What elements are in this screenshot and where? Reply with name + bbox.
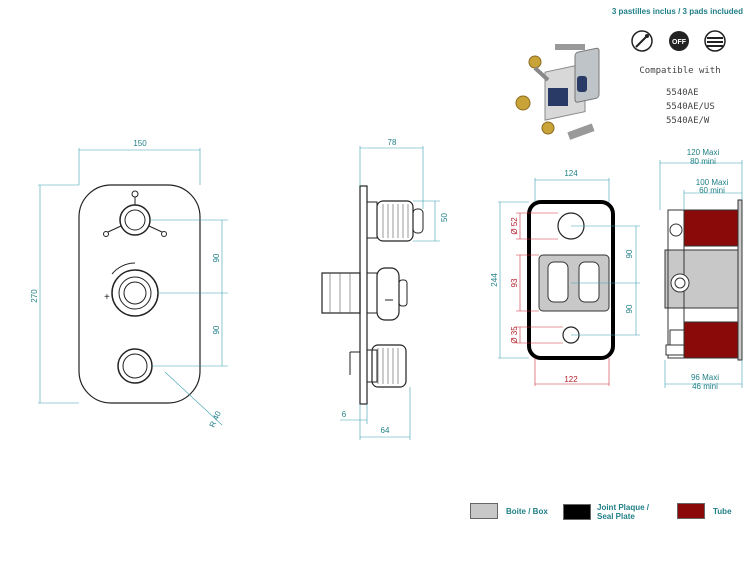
side-plate-label: 6 — [342, 410, 347, 419]
front-spacing-top-label: 90 — [212, 253, 221, 262]
box-side-mid-min: 60 mini — [699, 186, 725, 195]
front-spacing-bottom-label: 90 — [212, 325, 221, 334]
side-base-label: 64 — [381, 426, 390, 435]
box-spacing-top-label: 90 — [625, 249, 634, 258]
svg-text:+: + — [104, 292, 110, 303]
box-side-mid-max: 100 Maxi — [696, 178, 729, 187]
side-depth-label: 78 — [388, 138, 397, 147]
front-radius-label: R 40 — [208, 409, 224, 429]
box-front-view — [527, 200, 615, 360]
box-d35-label: Ø 35 — [510, 326, 519, 344]
box-swatch — [470, 503, 498, 519]
legend-label-tube: Tube — [713, 506, 732, 516]
side-knob-label: 50 — [440, 213, 449, 222]
compat-model-3: 5540AE/W — [666, 116, 710, 126]
box-side-view — [664, 199, 743, 361]
compat-title: Compatible with — [639, 66, 720, 76]
front-height-label: 270 — [30, 289, 39, 303]
valve-body-render — [515, 44, 600, 140]
seal-plate-swatch — [563, 504, 591, 520]
legend-item-tube: Tube — [677, 503, 732, 519]
front-dimensions — [38, 148, 228, 426]
compat-model-1: 5540AE — [666, 88, 699, 98]
box-bottom-width-label: 122 — [564, 375, 578, 384]
off-icon: OFF — [669, 31, 689, 51]
box-front-dimensions — [498, 178, 640, 386]
box-spacing-bottom-label: 90 — [625, 304, 634, 313]
box-side-dimensions — [659, 160, 743, 388]
svg-text:OFF: OFF — [672, 39, 687, 46]
tube-swatch — [677, 503, 705, 519]
box-top-width-label: 124 — [564, 169, 578, 178]
box-side-top-max: 120 Maxi — [687, 148, 720, 157]
side-view — [321, 185, 424, 405]
legend-item-seal-plate: Joint Plaque / Seal Plate — [563, 503, 655, 521]
box-d93-label: 93 — [510, 278, 519, 287]
box-side-top-min: 80 mini — [690, 157, 716, 166]
thermostat-icon — [631, 30, 653, 52]
front-width-label: 150 — [133, 139, 147, 148]
front-view: + — [78, 184, 201, 404]
box-d52-label: Ø 52 — [510, 217, 519, 235]
flow-icon — [704, 30, 726, 52]
box-side-bot-min: 46 mini — [692, 382, 718, 391]
legend-label-box: Boite / Box — [506, 506, 548, 516]
pastilles-note: 3 pastilles inclus / 3 pads included — [612, 7, 743, 16]
legend-label-seal-plate: Joint Plaque / Seal Plate — [597, 503, 650, 521]
side-dimensions — [340, 146, 440, 440]
box-height-label: 244 — [490, 273, 499, 287]
legend-item-box: Boite / Box — [470, 503, 548, 519]
knob-ribs-top — [382, 204, 409, 238]
box-side-bot-max: 96 Maxi — [691, 373, 719, 382]
compat-model-2: 5540AE/US — [666, 102, 715, 112]
